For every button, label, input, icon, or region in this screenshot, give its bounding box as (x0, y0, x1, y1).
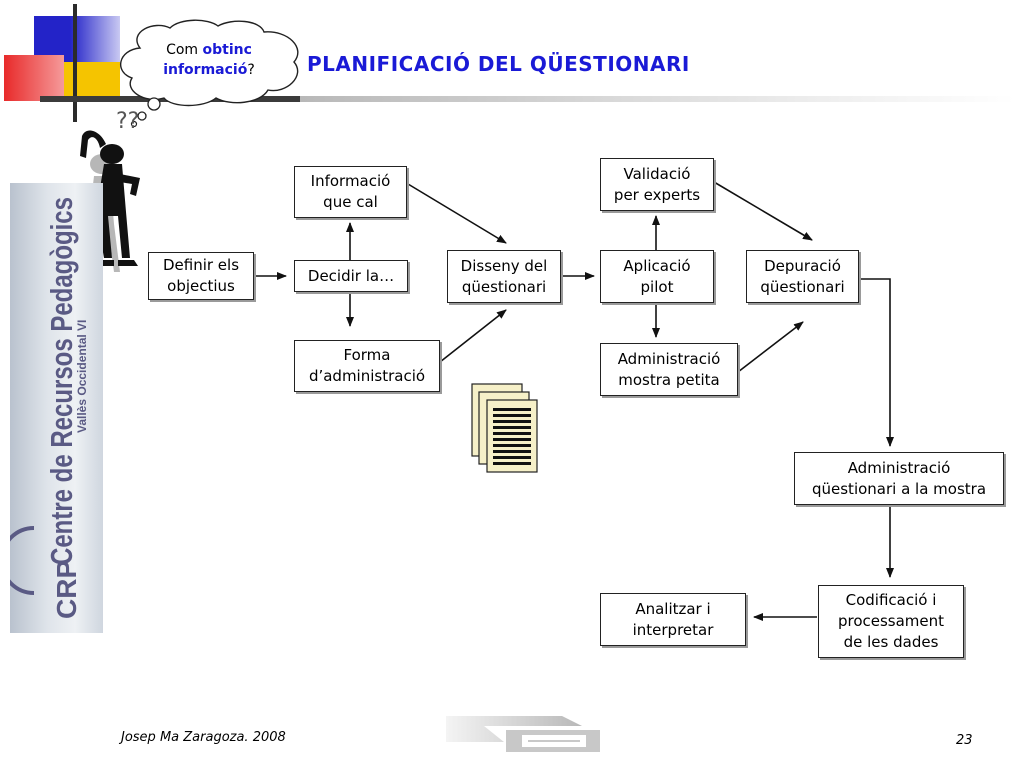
thought-bubble-text: Com obtinc informació? (163, 42, 255, 78)
svg-text:CRP: CRP (51, 560, 82, 619)
title-underline (300, 96, 1015, 102)
deco-red-square (4, 55, 64, 101)
step-depuracio-questionari: Depuració qüestionari (746, 250, 859, 303)
svg-text:??: ?? (116, 109, 139, 134)
deco-blue-square-fade (70, 16, 120, 64)
step-analitzar-interpretar: Analitzar i interpretar (600, 593, 746, 646)
page-title: PLANIFICACIÓ DEL QÜESTIONARI (307, 52, 690, 76)
crp-logo-band: Centre de Recursos Pedagògics Vallès Occ… (0, 183, 103, 633)
step-aplicacio-pilot: Aplicació pilot (600, 250, 714, 303)
step-administracio-mostra-petita: Administració mostra petita (600, 343, 738, 396)
deco-vertical-line (73, 4, 77, 122)
step-validacio-experts: Validació per experts (600, 158, 714, 211)
step-definir-objectius: Definir els objectius (148, 252, 254, 300)
svg-text:Centre de Recursos Pedagògics: Centre de Recursos Pedagògics (44, 197, 79, 565)
footer-author: Josep Ma Zaragoza. 2008 (121, 730, 286, 745)
svg-text:Vallès Occidental VI: Vallès Occidental VI (75, 320, 89, 433)
step-decidir: Decidir la… (294, 260, 408, 292)
step-administracio-questionari-mostra: Administració qüestionari a la mostra (794, 452, 1004, 505)
document-stack-icon (471, 383, 538, 473)
step-disseny-questionari: Disseny del qüestionari (447, 250, 561, 303)
thought-bubble-icon (120, 19, 299, 128)
step-informacio-que-cal: Informació que cal (294, 166, 407, 218)
step-forma-administracio: Forma d’administració (294, 340, 440, 392)
footer-nav-icon (446, 716, 600, 752)
step-codificacio-processament: Codificació i processament de les dades (818, 585, 964, 658)
page-number: 23 (956, 733, 973, 748)
crp-logo: Centre de Recursos Pedagògics Vallès Occ… (0, 197, 89, 619)
